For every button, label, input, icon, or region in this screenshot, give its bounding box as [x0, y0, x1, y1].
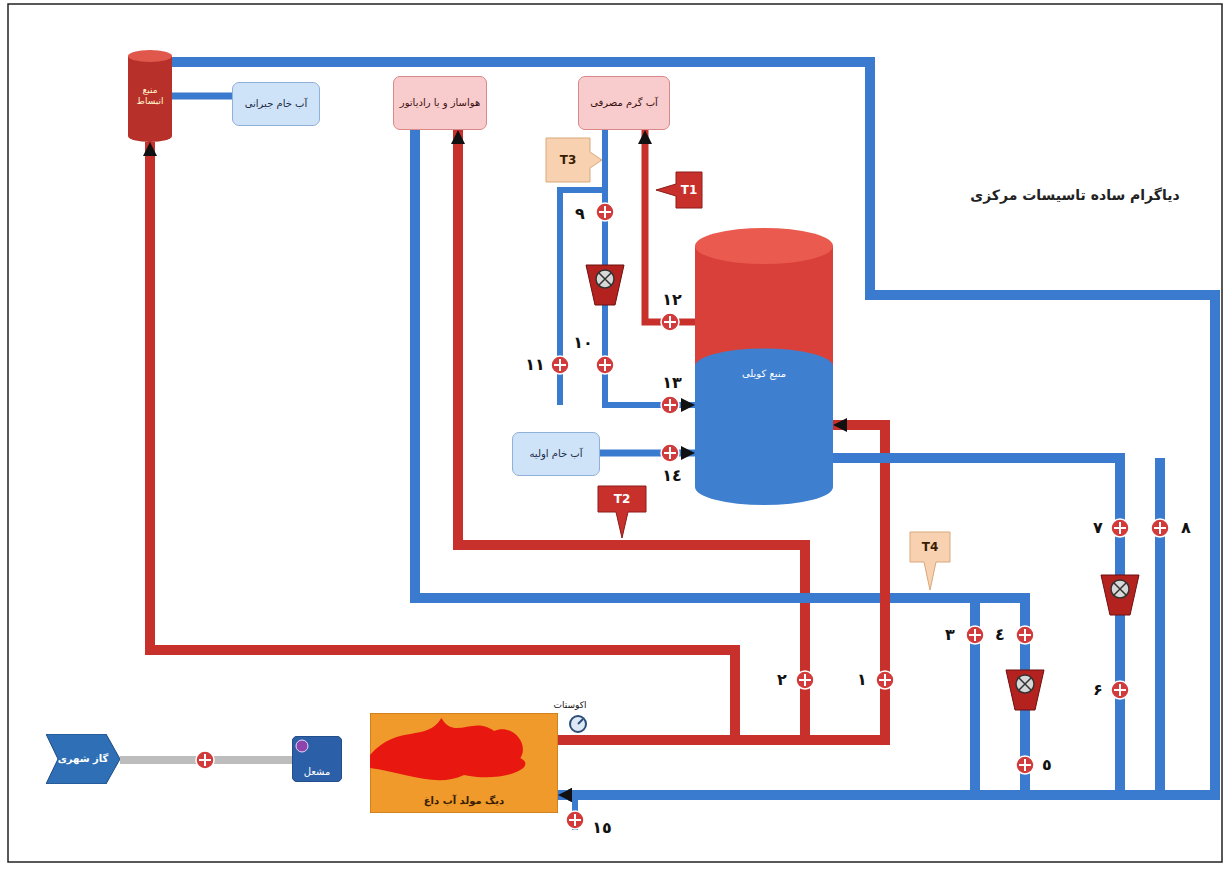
- valve-symbol: [661, 313, 679, 331]
- callout-number: ٥: [1042, 755, 1052, 774]
- valve-symbol: [876, 671, 894, 689]
- valve-symbol: [1016, 756, 1034, 774]
- valve-symbol: [1111, 519, 1129, 537]
- callout-number: ۲: [777, 670, 787, 689]
- pump-symbol: [1006, 670, 1044, 710]
- valve-symbol: [596, 356, 614, 374]
- valve-symbol: [661, 444, 679, 462]
- callout-number: ۱۱: [525, 355, 545, 374]
- pump-symbol: [586, 265, 624, 305]
- node-text: منبع کویلی: [742, 368, 786, 380]
- callout-number: ۷: [1093, 518, 1103, 537]
- callout-number: ۱۳: [662, 373, 682, 392]
- pipe-connector: [150, 142, 735, 740]
- node-text: منبع انبساط: [131, 85, 169, 107]
- node-text: دیگ مولد آب داغ: [424, 795, 504, 807]
- equipment-box: منبع انبساط: [128, 50, 172, 142]
- sensor-tag: T2: [614, 492, 631, 506]
- node-text: گاز شهری: [58, 753, 109, 765]
- callout-number: ۱٥: [592, 818, 612, 837]
- callout-number: ۱: [857, 670, 867, 689]
- sensor-label: اکوستات: [554, 700, 587, 711]
- pipe-connector: [172, 62, 1215, 795]
- valves: [196, 203, 1169, 829]
- valve-symbol: [566, 811, 584, 829]
- pumps: [586, 265, 1139, 710]
- callout-number: ٤: [995, 625, 1005, 644]
- aquastat-gauge: [570, 716, 586, 732]
- bypass-pipes: [557, 190, 1160, 830]
- sensor-callouts: [546, 138, 950, 590]
- node-text: آب خام اولیه: [530, 448, 583, 460]
- node-text: آب گرم مصرفی: [590, 97, 658, 109]
- sensor-tag: T4: [922, 540, 939, 554]
- valve-symbol: [1111, 681, 1129, 699]
- node-shape: [695, 228, 833, 505]
- sensor-tag: T3: [560, 153, 577, 167]
- equipment-box: دیگ مولد آب داغ: [370, 713, 558, 813]
- callout-number: ۶: [1093, 680, 1103, 699]
- callout-number: ۱٤: [662, 466, 682, 485]
- callout-number: ۳: [945, 625, 955, 644]
- callout-number: ۱۰: [573, 333, 593, 352]
- equipment-box: آب خام اولیه: [512, 432, 600, 476]
- valve-symbol: [661, 396, 679, 414]
- frame: [8, 4, 1222, 862]
- node-text: هواساز و یا رادیاتور: [400, 97, 480, 109]
- diagram-title: دیاگرام ساده تاسیسات مرکزی: [970, 187, 1179, 204]
- pipe-connector: [645, 130, 695, 322]
- equipment-box: مشعل: [292, 736, 342, 782]
- sensor-tag: T1: [681, 183, 698, 197]
- equipment-box: منبع کویلی: [695, 228, 833, 505]
- valve-symbol: [966, 626, 984, 644]
- equipment-box: هواساز و یا رادیاتور: [393, 76, 487, 130]
- callout-number: ۱۲: [662, 290, 682, 309]
- valve-symbol: [796, 671, 814, 689]
- valve-symbol: [596, 203, 614, 221]
- equipment-box: گاز شهری: [46, 734, 120, 784]
- pipe-connector: [600, 450, 695, 457]
- valve-symbol: [1151, 519, 1169, 537]
- node-text: آب خام جبرانی: [245, 98, 308, 110]
- equipment-box: آب گرم مصرفی: [578, 76, 670, 130]
- pipe-connector: [172, 93, 232, 100]
- valve-symbol: [196, 751, 214, 769]
- equipment-box: آب خام جبرانی: [232, 82, 320, 126]
- pump-symbol: [1101, 575, 1139, 615]
- callout-number: ۸: [1181, 518, 1191, 537]
- callout-number: ۹: [575, 204, 585, 223]
- node-text: مشعل: [304, 766, 331, 778]
- valve-symbol: [1016, 626, 1034, 644]
- valve-symbol: [551, 356, 569, 374]
